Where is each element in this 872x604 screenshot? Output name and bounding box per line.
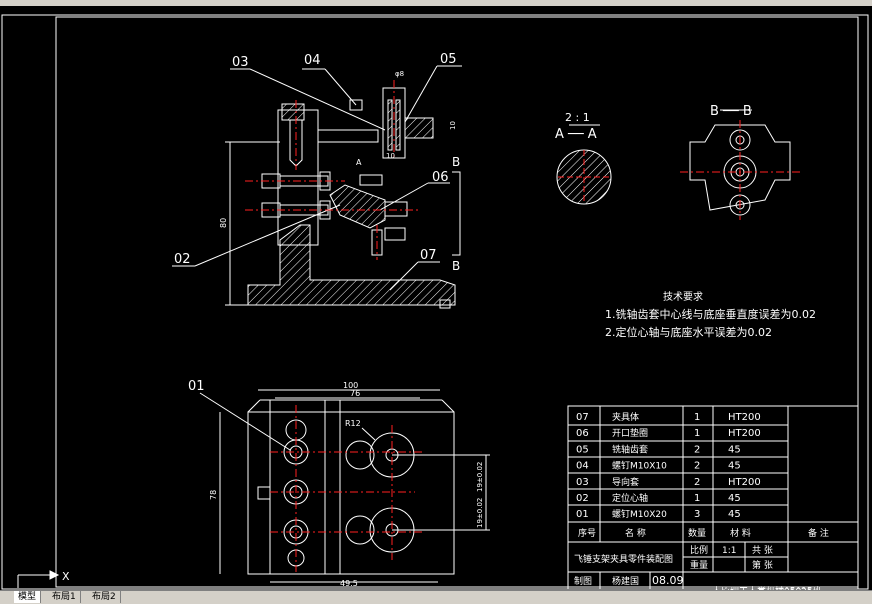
section-aa-label: A ── A [555,127,597,142]
bom-row-mat: 45 [728,461,741,472]
tb-sheets-label: 共 张 [752,545,773,556]
dim-top-small2: 10 [386,152,395,160]
bom-row-name: 螺钉M10X10 [612,461,667,472]
bb-centerlines [680,120,800,220]
dim-80: 80 [219,218,228,228]
tb-ratio-label: 比例 [690,544,708,556]
bom-row-mat: 45 [728,444,741,455]
front-view [172,65,462,309]
scale-label: 2 : 1 [565,111,590,124]
section-b-top: B [452,155,460,169]
tb-date: 08.09 [652,574,684,587]
bom-row-mat: 45 [728,493,741,504]
section-a-small: A [356,158,362,167]
bom-row-name: 铣轴齿套 [612,443,648,455]
label-02: 02 [174,252,191,267]
bom-row-no: 02 [576,493,589,504]
dim-49-5: 49.5 [340,579,358,588]
section-b-bottom: B [452,259,460,273]
ucs-icon [17,570,60,588]
ucs-x-label: X [62,570,70,583]
bom-row-qty: 2 [694,477,700,488]
tb-weight-label: 重量 [690,559,708,571]
bom-row-name: 导向套 [612,476,639,488]
bom-row-mat: HT200 [728,412,761,423]
tech-line1: 1.铣轴齿套中心线与底座垂直度误差为0.02 [605,307,816,321]
drawing-text: 03 04 05 06 07 02 01 B B A 2 : 1 A ── A … [174,52,816,588]
bom-row-name: 夹具体 [612,411,639,423]
bom-row-qty: 3 [694,509,700,520]
bom-row-no: 05 [576,444,589,455]
tech-title: 技术要求 [663,290,703,303]
front-centerlines [245,80,420,260]
tb-sheet-label: 第 张 [752,559,773,571]
toolbar-strip [0,0,872,6]
bom-row-name: 螺钉M10X20 [612,509,667,520]
bom-row-name: 定位心轴 [612,492,648,504]
top-centerlines [270,405,425,572]
tab-layout2[interactable]: 布局2 [88,591,121,603]
label-01: 01 [188,379,205,394]
bom-row-no: 07 [576,412,589,423]
dim-r12: R12 [345,419,361,428]
tb-drawn-name: 杨建国 [612,575,639,587]
bom-row-qty: 2 [694,444,700,455]
tab-model[interactable]: 模型 [14,591,42,603]
dim-right-10: 10 [449,121,457,130]
bom-table [567,405,859,590]
hdr-no: 序号 [578,527,596,539]
tb-ratio-value: 1:1 [722,546,736,556]
hdr-note: 备 注 [808,527,829,539]
tb-drawing-name: 飞锤支架夹具零件装配图 [574,553,673,565]
layout-tabs: 模型 布局1 布局2 [0,590,872,604]
hdr-qty: 数量 [688,527,706,539]
tech-line2: 2.定位心轴与底座水平误差为0.02 [605,325,772,339]
tab-layout1[interactable]: 布局1 [48,591,81,603]
label-05: 05 [440,52,457,67]
dim-78: 78 [209,490,218,500]
bom-row-qty: 1 [694,412,700,423]
hdr-name: 名 称 [625,527,646,539]
bom-row-qty: 1 [694,428,700,439]
bom-row-no: 04 [576,461,589,472]
label-04: 04 [304,53,321,68]
bom-row-qty: 2 [694,461,700,472]
sheet-border-inner [55,16,859,588]
bom-row-mat: HT200 [728,477,761,488]
section-aa [556,124,612,205]
label-07: 07 [420,248,437,263]
bom-row-name: 开口垫圈 [612,427,648,439]
bom-row-mat: 45 [728,509,741,520]
dim-top-small: φ8 [395,70,404,78]
dim-19a: 19±0.02 [476,462,484,492]
section-bb-label: B ── B [710,104,752,119]
bom-row-no: 01 [576,509,589,520]
top-view [199,389,490,583]
tb-drawn-label: 制图 [574,575,592,587]
sheet-border-outer [1,14,869,590]
bom-row-qty: 1 [694,493,700,504]
dim-100: 100 [343,381,358,390]
dim-19b: 19±0.02 [476,498,484,528]
label-03: 03 [232,55,249,70]
label-06: 06 [432,170,449,185]
bom-row-mat: HT200 [728,428,761,439]
bom-row-no: 03 [576,477,589,488]
dim-76: 76 [350,389,360,398]
hdr-mat: 材 料 [730,527,751,539]
bom-row-no: 06 [576,428,589,439]
